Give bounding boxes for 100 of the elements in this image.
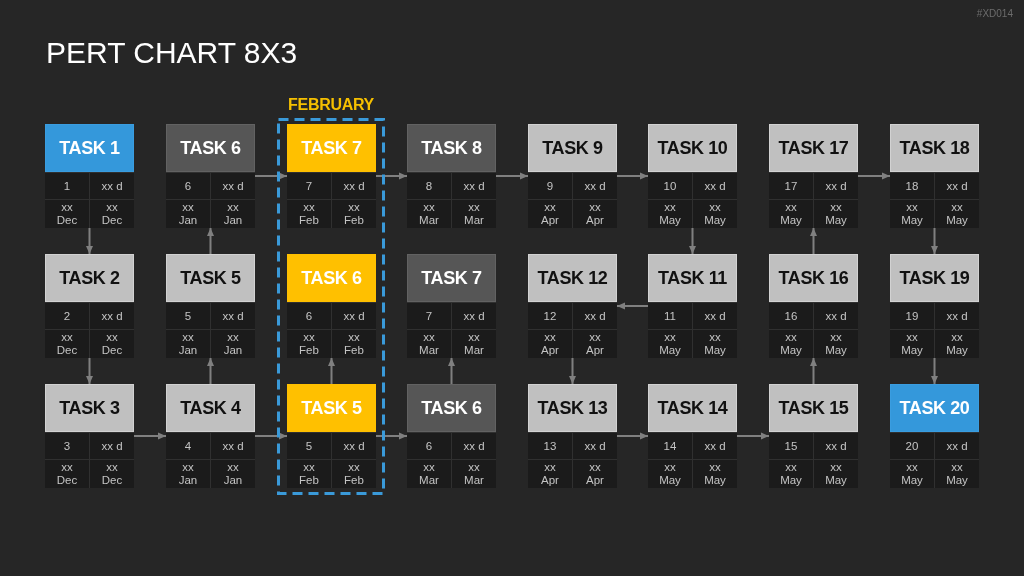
task-card	[890, 124, 979, 228]
duration: xx d	[332, 433, 376, 459]
task-number: 5	[166, 303, 210, 329]
task-card	[648, 384, 737, 488]
arrow	[207, 227, 214, 255]
arrow	[616, 172, 649, 180]
start-date: xx Jan	[166, 330, 210, 358]
start-date: xx May	[769, 460, 813, 488]
finish-date: xx Dec	[90, 330, 134, 358]
start-date: xx Jan	[166, 460, 210, 488]
task-number: 11	[648, 303, 692, 329]
finish-date: xx Dec	[90, 460, 134, 488]
task-title: TASK 17	[769, 124, 858, 172]
task-number: 1	[45, 173, 89, 199]
finish-date: xx Feb	[332, 200, 376, 228]
task-card	[769, 254, 858, 358]
arrow	[689, 227, 696, 255]
task-title: TASK 10	[648, 124, 737, 172]
task-title: TASK 7	[287, 124, 376, 172]
task-title: TASK 5	[166, 254, 255, 302]
task-title: TASK 3	[45, 384, 134, 432]
arrow	[328, 357, 335, 385]
duration: xx d	[90, 433, 134, 459]
duration: xx d	[211, 303, 255, 329]
task-title: TASK 6	[407, 384, 496, 432]
task-card	[769, 384, 858, 488]
task-title: TASK 5	[287, 384, 376, 432]
duration: xx d	[693, 173, 737, 199]
task-number: 17	[769, 173, 813, 199]
task-title: TASK 11	[648, 254, 737, 302]
arrow	[495, 172, 529, 180]
finish-date: xx Dec	[90, 200, 134, 228]
arrow	[375, 172, 408, 180]
task-number: 15	[769, 433, 813, 459]
task-number: 12	[528, 303, 572, 329]
start-date: xx Mar	[407, 460, 451, 488]
task-number: 20	[890, 433, 934, 459]
task-title: TASK 6	[287, 254, 376, 302]
finish-date: xx May	[693, 330, 737, 358]
start-date: xx Dec	[45, 200, 89, 228]
task-number: 10	[648, 173, 692, 199]
duration: xx d	[693, 433, 737, 459]
task-title: TASK 13	[528, 384, 617, 432]
task-title: TASK 20	[890, 384, 979, 432]
month-group	[277, 95, 385, 495]
arrow	[133, 432, 167, 440]
finish-date: xx Jan	[211, 460, 255, 488]
finish-date: xx May	[935, 460, 979, 488]
duration: xx d	[935, 303, 979, 329]
finish-date: xx May	[693, 200, 737, 228]
finish-date: xx Mar	[452, 460, 496, 488]
start-date: xx Mar	[407, 330, 451, 358]
start-date: xx Dec	[45, 460, 89, 488]
duration: xx d	[452, 303, 496, 329]
duration: xx d	[814, 303, 858, 329]
finish-date: xx Apr	[573, 200, 617, 228]
task-card	[528, 384, 617, 488]
task-number: 7	[287, 173, 331, 199]
arrow	[931, 227, 938, 255]
task-number: 13	[528, 433, 572, 459]
task-card	[45, 124, 134, 228]
arrow	[375, 432, 408, 440]
arrow	[616, 432, 649, 440]
task-card	[890, 254, 979, 358]
arrow	[569, 357, 576, 385]
finish-date: xx Feb	[332, 460, 376, 488]
task-title: TASK 6	[166, 124, 255, 172]
task-title: TASK 19	[890, 254, 979, 302]
task-title: TASK 1	[45, 124, 134, 172]
task-card	[407, 124, 496, 228]
finish-date: xx May	[814, 330, 858, 358]
task-card	[166, 124, 255, 228]
finish-date: xx May	[935, 330, 979, 358]
task-card	[769, 124, 858, 228]
task-title: TASK 7	[407, 254, 496, 302]
task-card	[648, 254, 737, 358]
task-card	[287, 254, 376, 358]
chart-title: PERT CHART 8X3	[46, 35, 298, 71]
task-number: 5	[287, 433, 331, 459]
arrow	[254, 172, 288, 180]
duration: xx d	[814, 433, 858, 459]
reference-code: #XD014	[976, 8, 1013, 20]
start-date: xx May	[769, 330, 813, 358]
duration: xx d	[573, 303, 617, 329]
duration: xx d	[935, 173, 979, 199]
task-card	[287, 124, 376, 228]
start-date: xx May	[648, 460, 692, 488]
task-title: TASK 15	[769, 384, 858, 432]
duration: xx d	[452, 173, 496, 199]
arrow	[207, 357, 214, 385]
finish-date: xx May	[814, 200, 858, 228]
duration: xx d	[573, 173, 617, 199]
duration: xx d	[90, 173, 134, 199]
task-number: 4	[166, 433, 210, 459]
finish-date: xx Jan	[211, 200, 255, 228]
arrow	[86, 357, 93, 385]
duration: xx d	[573, 433, 617, 459]
task-title: TASK 9	[528, 124, 617, 172]
start-date: xx May	[890, 460, 934, 488]
task-card	[528, 124, 617, 228]
